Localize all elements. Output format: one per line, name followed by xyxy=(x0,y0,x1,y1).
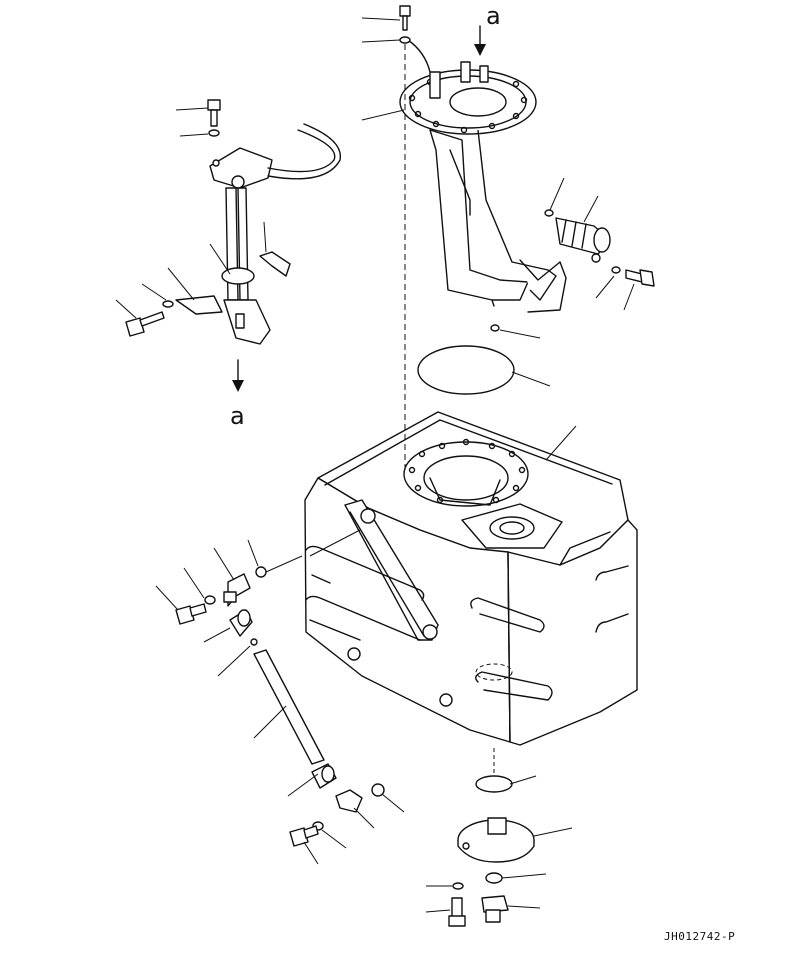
sensor-bolt-left xyxy=(126,312,164,336)
elbow-o-ring-lower xyxy=(372,784,384,796)
suction-strainer xyxy=(556,218,610,262)
drain-bolt xyxy=(449,898,465,926)
leader-lines xyxy=(116,18,634,912)
flange-gasket xyxy=(418,346,514,394)
hose-connector xyxy=(251,639,257,645)
fuel-tank xyxy=(305,412,637,745)
view-label-a-top: a xyxy=(486,2,501,30)
hose-clamp-upper xyxy=(230,610,252,636)
elbow-o-ring-upper xyxy=(256,567,266,577)
drain-plug xyxy=(482,896,508,922)
upper-elbow-fitting xyxy=(224,574,250,606)
flange-bolt-top xyxy=(400,6,410,30)
elbow-bolt-upper xyxy=(176,604,206,624)
sensor-washer xyxy=(163,301,173,307)
drawing-code: JH012742-P xyxy=(664,930,735,943)
hose-clamp-lower xyxy=(312,764,336,788)
fuel-level-sensor xyxy=(210,124,340,344)
elbow-bolt-lower xyxy=(290,826,318,846)
sensor-clip xyxy=(260,252,290,276)
drain-washer xyxy=(453,883,463,889)
drain-o-ring xyxy=(486,873,502,883)
fuel-suction-pipe-assembly xyxy=(400,40,566,312)
strainer-washer xyxy=(612,267,620,273)
sensor-washer-top xyxy=(209,130,219,136)
strainer-bolt xyxy=(626,270,654,286)
view-arrow-a-top xyxy=(474,26,486,56)
lower-elbow-fitting xyxy=(336,790,362,812)
drain-gasket xyxy=(476,776,512,792)
view-arrow-a-left xyxy=(232,360,244,392)
sensor-bolt-top xyxy=(208,100,220,126)
drain-hose xyxy=(254,650,324,764)
drain-valve-flange xyxy=(458,818,534,862)
flange-washer-top xyxy=(400,37,410,43)
sensor-clamp xyxy=(176,296,222,314)
view-label-a-left: a xyxy=(230,402,245,430)
elbow-washer-upper xyxy=(205,596,215,604)
pipe-o-ring xyxy=(491,325,499,331)
strainer-o-ring xyxy=(545,210,553,216)
